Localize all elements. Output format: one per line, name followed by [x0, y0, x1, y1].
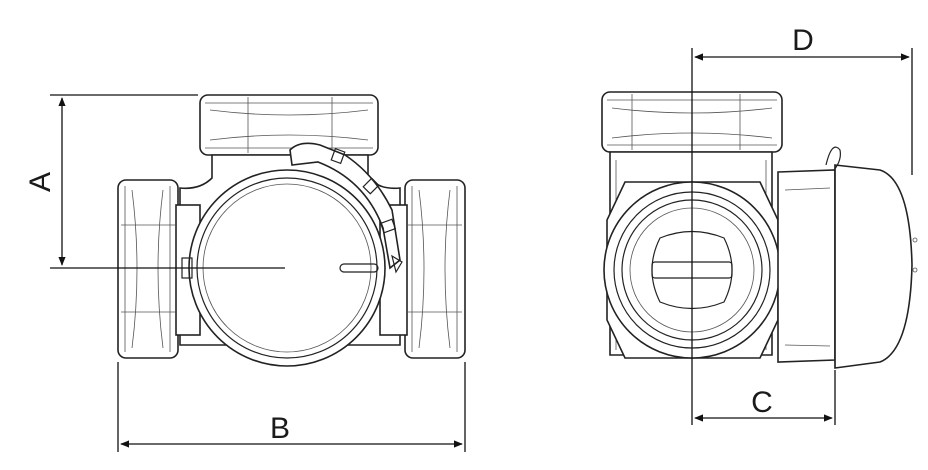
dimension-a-label: A [24, 172, 57, 192]
dimension-b-label: B [270, 412, 290, 445]
dimension-a: A [24, 94, 198, 266]
adjust-lever [289, 142, 403, 274]
dimension-c-label: C [751, 386, 773, 419]
front-view: A B [24, 94, 466, 452]
left-port-nut [117, 179, 179, 359]
actuator-dial [181, 169, 386, 367]
right-port-nut [404, 179, 466, 359]
side-view: D C [601, 24, 918, 425]
dimension-d: D [694, 24, 913, 175]
side-actuator [777, 146, 918, 369]
dimension-c: C [694, 370, 836, 425]
dimension-b: B [117, 362, 466, 452]
dimension-d-label: D [792, 24, 814, 57]
top-port-nut [199, 94, 379, 156]
